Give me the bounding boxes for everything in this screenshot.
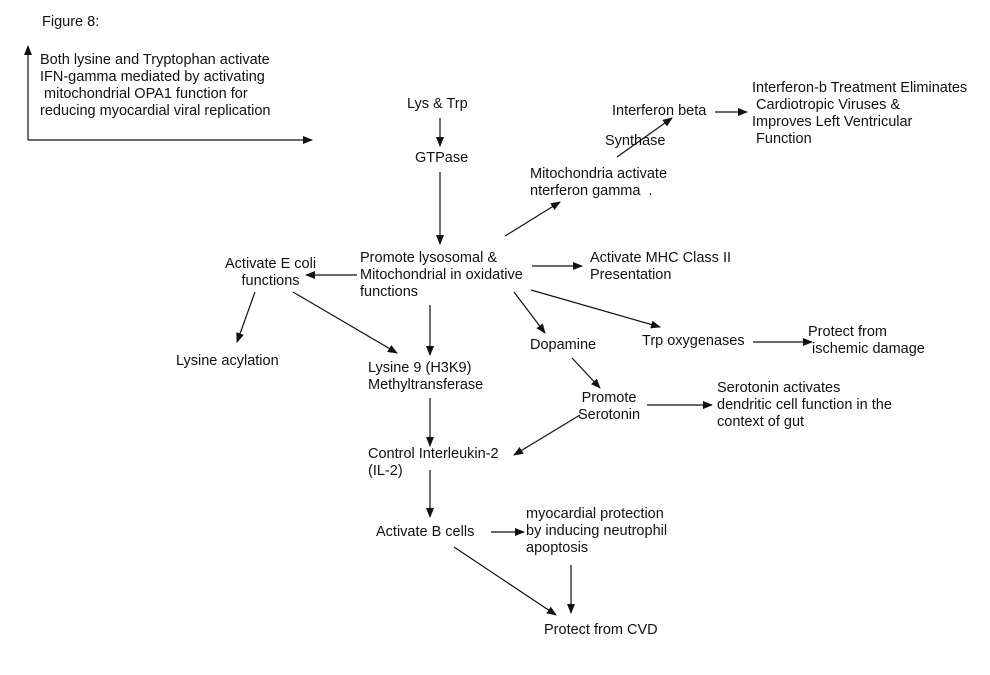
- arrow-promote-to-mito-ifn: [504, 201, 561, 237]
- figure-caption: Both lysine and Tryptophan activate IFN-…: [40, 52, 271, 119]
- node-serotonin-activates: Serotonin activates dendritic cell funct…: [717, 380, 892, 430]
- node-lysine9-methyltransferase: Lysine 9 (H3K9) Methyltransferase: [368, 360, 484, 393]
- arrow-ecoli-to-lysine9: [292, 291, 398, 354]
- node-control-il2: Control Interleukin-2 (IL-2): [368, 446, 499, 479]
- arrow-serotonin-to-il2: [513, 414, 581, 456]
- arrow-mito-to-interferon-beta: [616, 117, 673, 158]
- figure-label: Figure 8:: [42, 14, 100, 30]
- node-promote-lysosomal: Promote lysosomal & Mitochondrial in oxi…: [360, 250, 523, 300]
- node-lysine-acylation: Lysine acylation: [176, 353, 279, 369]
- node-promote-serotonin: Promote Serotonin: [578, 390, 641, 423]
- node-mito-ifn-gamma: Mitochondria activate nterferon gamma .: [530, 166, 668, 199]
- arrow-promote-to-dopamine: [513, 291, 546, 334]
- node-protect-cvd: Protect from CVD: [544, 622, 658, 638]
- node-synthase: Synthase: [605, 133, 666, 149]
- arrow-dopamine-to-serotonin: [571, 357, 601, 389]
- node-dopamine: Dopamine: [530, 337, 597, 353]
- node-gtpase: GTPase: [415, 150, 469, 166]
- arrow-ecoli-to-lysine-acylation: [236, 291, 256, 343]
- node-activate-mhc: Activate MHC Class II Presentation: [590, 250, 731, 283]
- arrow-promote-to-trp-oxygenases: [530, 289, 661, 329]
- node-interferon-beta: Interferon beta: [612, 103, 707, 119]
- node-myocardial-protection: myocardial protection by inducing neutro…: [526, 506, 668, 556]
- node-activate-bcells: Activate B cells: [376, 524, 475, 540]
- node-activate-ecoli: Activate E coli functions: [225, 256, 317, 289]
- arrow-bcells-to-cvd: [453, 546, 557, 616]
- node-trp-oxygenases: Trp oxygenases: [642, 333, 745, 349]
- node-interferon-b-treatment: Interferon-b Treatment Eliminates Cardio…: [752, 80, 968, 147]
- node-protect-ischemic: Protect from ischemic damage: [808, 324, 925, 357]
- node-lys-trp: Lys & Trp: [407, 96, 468, 112]
